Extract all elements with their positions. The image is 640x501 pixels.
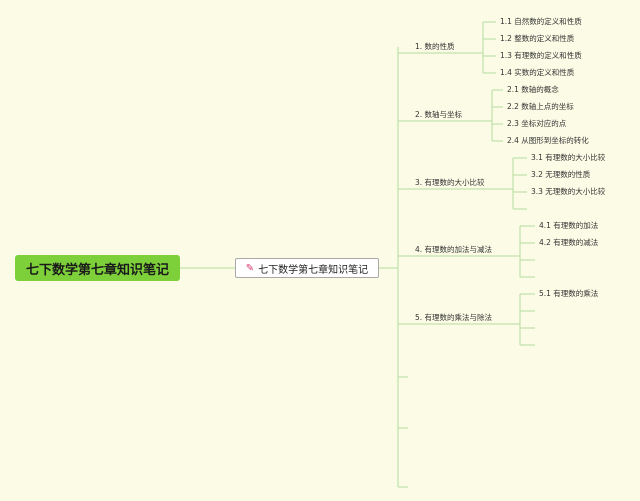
leaf-node[interactable]: 2.2 数轴上点的坐标 bbox=[507, 102, 574, 111]
branch-node[interactable]: 2. 数轴与坐标 bbox=[415, 110, 463, 119]
leaf-node[interactable]: 3.1 有理数的大小比较 bbox=[531, 153, 606, 162]
center-node[interactable]: ✎ 七下数学第七章知识笔记 bbox=[235, 258, 379, 278]
center-node-label: 七下数学第七章知识笔记 bbox=[258, 264, 369, 276]
leaf-node[interactable]: 2.1 数轴的概念 bbox=[507, 85, 559, 94]
leaf-node[interactable]: 2.4 从图形到坐标的转化 bbox=[507, 136, 589, 145]
branch-node[interactable]: 1. 数的性质 bbox=[415, 42, 455, 51]
branch-node[interactable]: 4. 有理数的加法与减法 bbox=[415, 245, 493, 254]
leaf-node[interactable]: 4.2 有理数的减法 bbox=[539, 238, 599, 247]
leaf-node[interactable]: 3.2 无理数的性质 bbox=[531, 170, 591, 179]
leaf-node[interactable]: 1.1 自然数的定义和性质 bbox=[500, 17, 582, 26]
leaf-node[interactable]: 3.3 无理数的大小比较 bbox=[531, 187, 606, 196]
leaf-node[interactable]: 1.3 有理数的定义和性质 bbox=[500, 51, 582, 60]
leaf-node[interactable]: 1.2 整数的定义和性质 bbox=[500, 34, 575, 43]
branch-node[interactable]: 5. 有理数的乘法与除法 bbox=[415, 313, 493, 322]
pin-icon: ✎ bbox=[245, 262, 255, 274]
root-node[interactable]: 七下数学第七章知识笔记 bbox=[15, 255, 180, 281]
leaf-node[interactable]: 1.4 实数的定义和性质 bbox=[500, 68, 575, 77]
leaf-node[interactable]: 4.1 有理数的加法 bbox=[539, 221, 599, 230]
leaf-node[interactable]: 2.3 坐标对应的点 bbox=[507, 119, 567, 128]
branch-node[interactable]: 3. 有理数的大小比较 bbox=[415, 178, 485, 187]
leaf-node[interactable]: 5.1 有理数的乘法 bbox=[539, 289, 599, 298]
